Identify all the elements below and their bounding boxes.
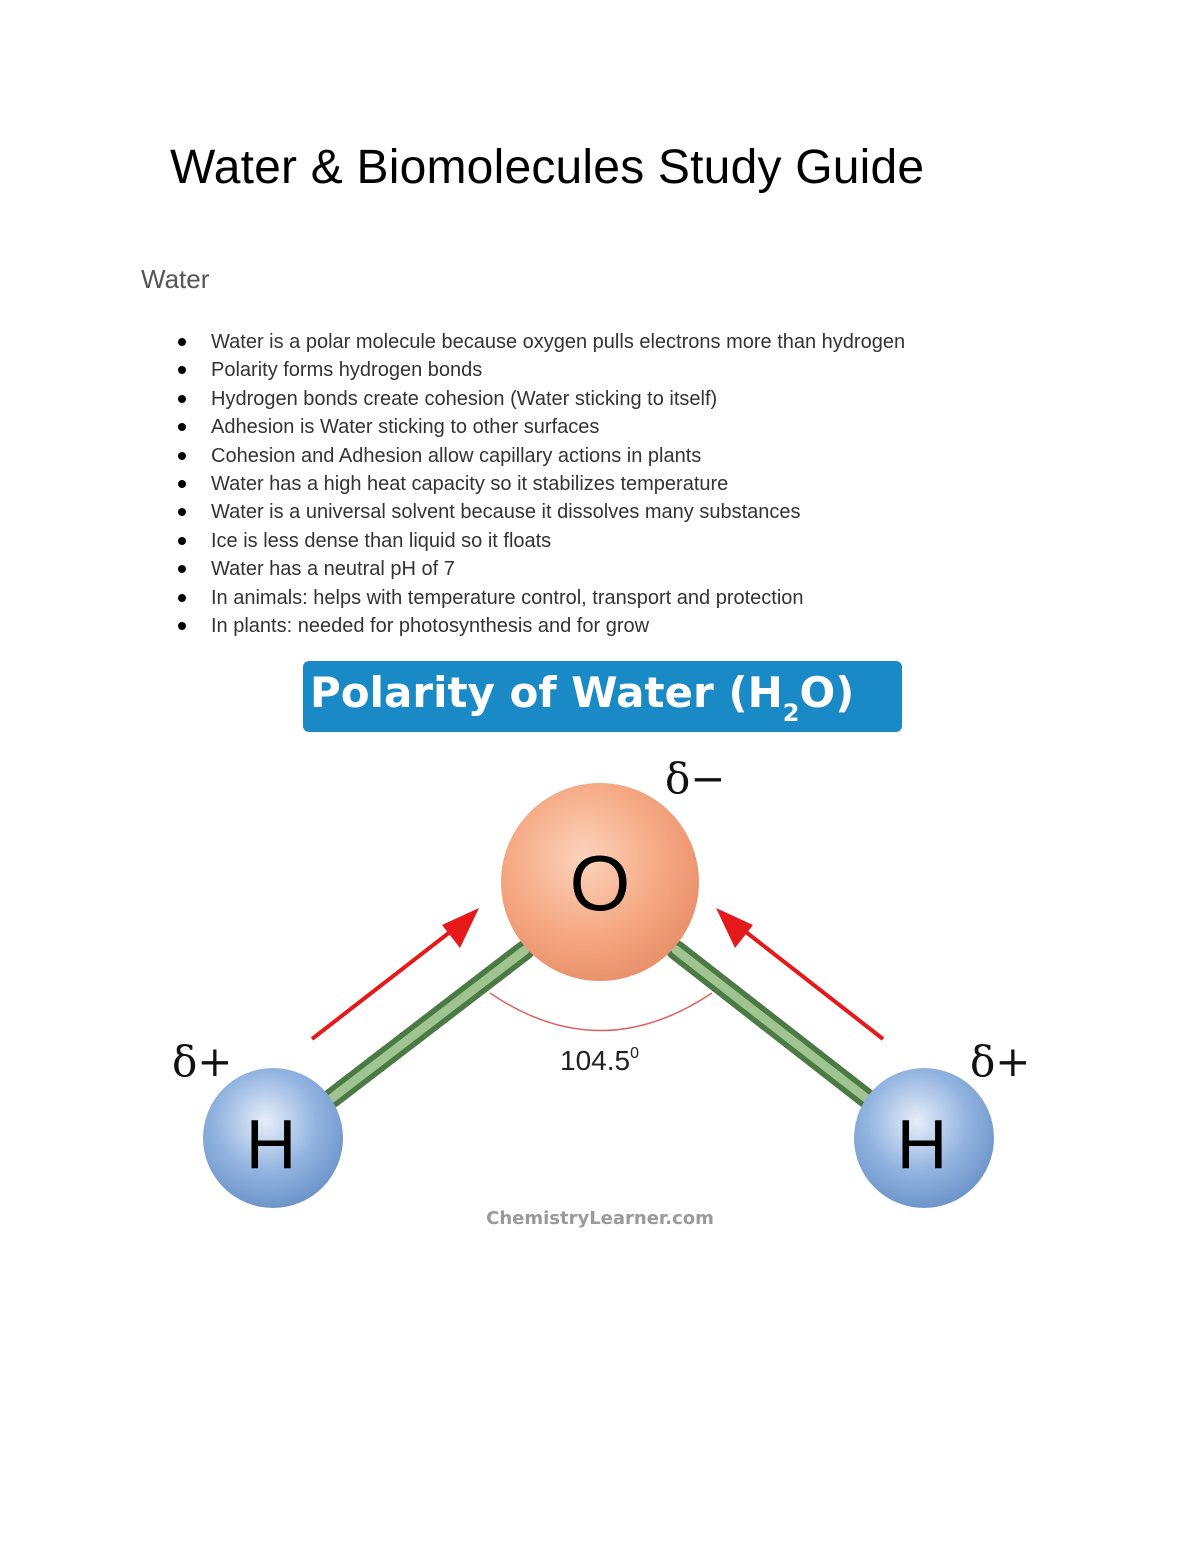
page-title: Water & Biomolecules Study Guide	[170, 141, 925, 194]
bond-right	[671, 945, 871, 1103]
oxygen-charge-label: δ−	[665, 754, 725, 803]
hydrogen-left-charge-label: δ+	[172, 1037, 232, 1086]
bond-angle-label: 104.50	[560, 1045, 639, 1076]
hydrogen-right-charge-label: δ+	[970, 1037, 1030, 1086]
banner-text: Polarity of Water (H	[310, 668, 783, 717]
hydrogen-right-label: H	[897, 1105, 948, 1183]
list-item-text: Water is a polar molecule because oxygen…	[211, 331, 906, 353]
arrow-left-shaft	[310, 916, 470, 1041]
list-item-text: Cohesion and Adhesion allow capillary ac…	[211, 444, 702, 467]
bond-left	[327, 945, 530, 1103]
list-item-text: Ice is less dense than liquid so it floa…	[211, 529, 552, 552]
image-credit: ChemistryLearner.com	[486, 1208, 714, 1229]
bond-angle-value: 104.5	[560, 1045, 630, 1076]
oxygen-atom	[501, 783, 699, 981]
list-item-text: In plants: needed for photosynthesis and…	[211, 614, 650, 637]
list-item: Adhesion is Water sticking to other surf…	[0, 413, 905, 441]
bullet-dot-icon	[178, 394, 186, 403]
list-item: Water has a neutral pH of 7	[0, 555, 905, 583]
list-item: In plants: needed for photosynthesis and…	[0, 612, 905, 640]
list-item: Cohesion and Adhesion allow capillary ac…	[0, 442, 905, 470]
bullet-dot-icon	[178, 536, 186, 545]
oxygen-label: O	[570, 839, 631, 927]
diagram-banner	[303, 661, 902, 732]
list-item-text: In animals: helps with temperature contr…	[211, 586, 804, 609]
list-item-text: Water has a high heat capacity so it sta…	[211, 472, 729, 495]
bullet-dot-icon	[178, 338, 186, 346]
bullet-dot-icon	[178, 423, 186, 432]
water-facts-list: Water is a polar molecule because oxygen…	[0, 328, 905, 640]
list-item-text: Adhesion is Water sticking to other surf…	[211, 416, 600, 439]
list-item-text: Water is a universal solvent because it …	[211, 501, 801, 524]
section-heading-water: Water	[141, 264, 210, 294]
diagram-banner-title: Polarity of Water (H2O)	[310, 668, 854, 727]
list-item: Water is a polar molecule because oxygen…	[0, 328, 905, 356]
bond-angle-unit: 0	[630, 1045, 639, 1062]
list-item-text: Polarity forms hydrogen bonds	[211, 359, 483, 382]
list-item-text: Water has a neutral pH of 7	[211, 558, 455, 581]
hydrogen-left-label: H	[246, 1105, 297, 1183]
bullet-dot-icon	[178, 593, 186, 602]
bond-angle-arc	[489, 992, 713, 1032]
list-item: Polarity forms hydrogen bonds	[0, 356, 905, 384]
list-item: Water has a high heat capacity so it sta…	[0, 470, 905, 498]
bullet-dot-icon	[178, 366, 186, 375]
bullet-dot-icon	[178, 508, 186, 517]
list-item: Hydrogen bonds create cohesion (Water st…	[0, 385, 905, 413]
hydrogen-atom-right	[854, 1068, 994, 1208]
bullet-dot-icon	[178, 451, 186, 460]
banner-subscript: 2	[783, 699, 800, 727]
list-item: Ice is less dense than liquid so it floa…	[0, 527, 905, 555]
list-item-text: Hydrogen bonds create cohesion (Water st…	[211, 387, 718, 410]
bullet-dot-icon	[178, 621, 186, 630]
list-item: In animals: helps with temperature contr…	[0, 584, 905, 612]
list-item: Water is a universal solvent because it …	[0, 498, 905, 526]
banner-end: O)	[799, 668, 854, 717]
hydrogen-atom-left	[203, 1068, 343, 1208]
bullet-dot-icon	[178, 565, 186, 574]
arrow-right-head-icon	[716, 908, 753, 948]
arrow-right-shaft	[726, 916, 885, 1041]
arrow-left-head-icon	[442, 908, 479, 948]
bullet-dot-icon	[178, 479, 186, 488]
